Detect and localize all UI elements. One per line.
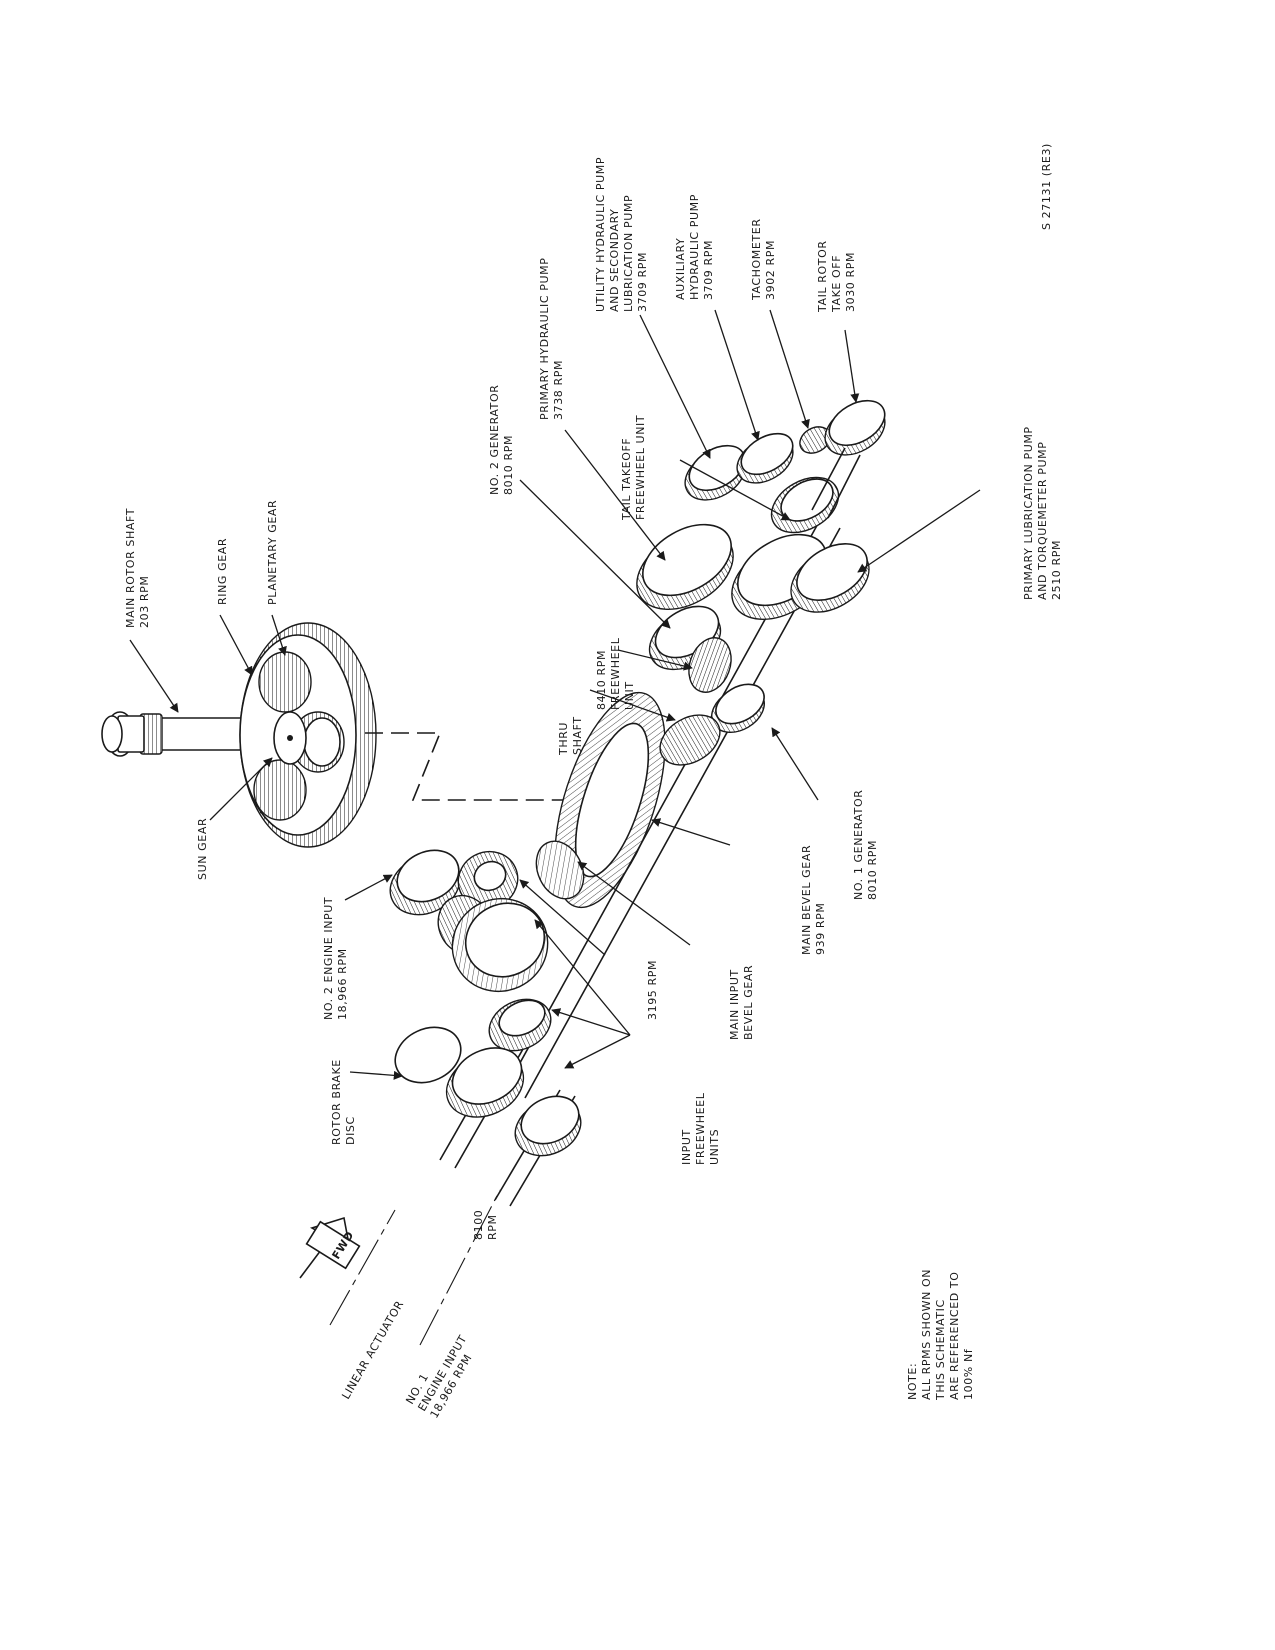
label-no1-engine-input: NO. 1 ENGINE INPUT 18,966 RPM [403,1322,483,1420]
label-rpm-3195: 3195 RPM [646,960,659,1020]
leader-lines [129,309,981,1346]
label-ring-gear: RING GEAR [216,538,229,605]
label-auxiliary-hydraulic-pump: AUXILIARY HYDRAULIC PUMP 3709 RPM [674,190,715,300]
label-no2-generator: NO. 2 GENERATOR 8010 RPM [488,380,515,495]
label-planetary-gear: PLANETARY GEAR [266,500,279,605]
label-drawing-number: S 27131 (RE3) [1040,143,1053,230]
label-utility-hydraulic-pump: UTILITY HYDRAULIC PUMP AND SECONDARY LUB… [594,153,649,312]
label-tachometer: TACHOMETER 3902 RPM [750,214,777,301]
thru-shaft-gear [659,714,721,766]
planetary-assembly [101,622,377,848]
label-input-freewheel-units: INPUT FREEWHEEL UNITS [680,1088,721,1165]
rotor-brake-disc [394,1026,462,1084]
label-no1-generator: NO. 1 GENERATOR 8010 RPM [852,785,879,900]
label-tail-takeoff-freewheel: TAIL TAKEOFF FREEWHEEL UNIT [620,415,647,521]
label-main-input-bevel-gear: MAIN INPUT BEVEL GEAR [728,965,755,1040]
label-linear-actuator: LINEAR ACTUATOR [339,1298,406,1401]
main-bevel-gear-assembly [554,691,666,909]
note-text: NOTE: ALL RPMS SHOWN ON THIS SCHEMATIC A… [906,1265,975,1401]
input-gears [389,840,585,1157]
label-sun-gear: SUN GEAR [196,818,209,880]
label-tail-rotor-takeoff: TAIL ROTOR TAKE OFF 3030 RPM [816,236,857,313]
label-primary-hydraulic-pump: PRIMARY HYDRAULIC PUMP 3738 RPM [538,253,565,420]
label-rotor-brake-disc: ROTOR BRAKE DISC [330,1055,357,1145]
label-rpm-8100: 8100 RPM [472,1205,499,1240]
planetary-gear-3 [253,759,307,821]
label-thru-shaft: THRU SHAFT [557,716,584,756]
main-input-bevel-gear [535,840,585,900]
freewheel-unit-8410 [688,637,732,693]
fwd-arrow-icon: FWD [299,1216,361,1279]
planetary-gear-1 [258,651,312,713]
label-main-bevel-gear: MAIN BEVEL GEAR 939 RPM [800,841,827,955]
label-primary-lubrication-pump: PRIMARY LUBRICATION PUMP AND TORQUEMETER… [1022,422,1063,600]
label-main-rotor-shaft: MAIN ROTOR SHAFT 203 RPM [124,504,151,628]
accessory-gears [636,399,886,766]
break-line [365,732,610,801]
label-freewheel-8410: 8410 RPM FREEWHEEL UNIT [595,633,636,710]
label-no2-engine-input: NO. 2 ENGINE INPUT 18,966 RPM [322,893,349,1020]
